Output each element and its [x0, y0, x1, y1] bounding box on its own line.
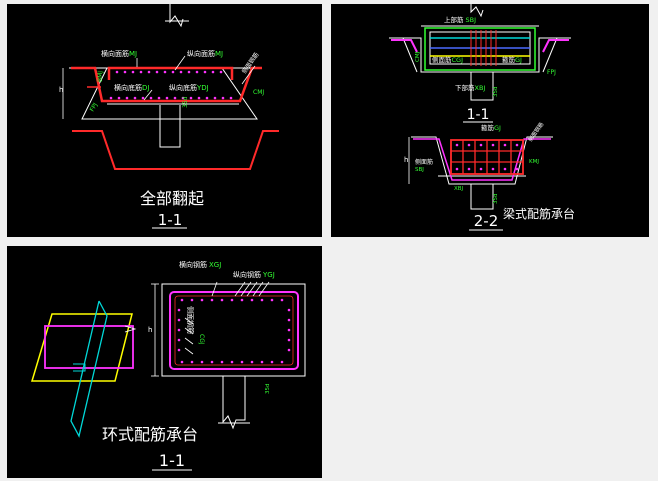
- label-zongxiang-mian: 纵向面筋MJ: [187, 49, 223, 58]
- pile-below: [159, 105, 181, 148]
- top-rebar: [107, 66, 234, 80]
- leader-bot: [143, 89, 153, 101]
- label-xiabu: 下部筋XBJ: [455, 83, 485, 92]
- label-cgj: CGJ: [198, 334, 205, 345]
- label-cmj: CMJ: [415, 51, 421, 62]
- section-label: 1-1: [158, 211, 183, 229]
- label-dim-top: 35d: [493, 87, 499, 98]
- cap2-outline: [411, 136, 553, 185]
- label-cejin: 侧面筋CGJ: [432, 55, 463, 64]
- pile-outline: [169, 4, 184, 28]
- cap2-cage-dots: [455, 143, 519, 171]
- cap-outline: [161, 283, 306, 377]
- label-dim: 35d: [265, 384, 271, 395]
- pile: [222, 376, 246, 430]
- h-label: h: [148, 326, 152, 334]
- label-kuangjin-bottom: 箍筋GJ: [481, 123, 501, 132]
- title-beam-cap: 梁式配筋承台: [503, 206, 575, 221]
- iso-magenta-ring: [44, 325, 134, 369]
- ring-dots: [177, 298, 291, 364]
- side-profile-left: [391, 39, 418, 53]
- label-kmj: KMJ: [529, 159, 539, 165]
- label-hengxiang-mian: 横向面筋MJ: [101, 49, 137, 58]
- cap2-cage-verticals: [462, 140, 512, 174]
- label-zongxiang-di: 纵向底筋YDJ: [169, 83, 209, 92]
- top-rebar-dots: [115, 70, 223, 74]
- label-hengxiang-di: 横向底筋DJ: [114, 83, 149, 92]
- pile-top-break: [470, 4, 484, 18]
- title-full-flip: 全部翻起: [140, 189, 204, 208]
- label-xbj2: XBJ: [454, 186, 464, 192]
- leader-right: [241, 65, 256, 85]
- outer-rebar: [424, 27, 536, 71]
- section-top: 1-1: [467, 107, 490, 123]
- side-profile-right: [542, 39, 569, 53]
- section-label: 1-1: [159, 451, 185, 470]
- cap2-rebar-outer: [413, 138, 551, 181]
- h-label: h: [59, 86, 63, 94]
- ring-rebar-inner: [174, 295, 294, 366]
- label-dim: 35d: [182, 96, 189, 108]
- diagram-full-flip: h 横向面筋MJ 纵向面筋MJ 横向底筋DJ 纵向底筋YDJ CMJ BMJ F…: [59, 4, 279, 229]
- label-fpj: FPJ: [547, 69, 556, 76]
- iso-cyan-section: [70, 300, 108, 438]
- cap2-cage-horizontals: [451, 150, 523, 163]
- slope-left: [402, 37, 418, 73]
- cap2-h-label: h: [404, 156, 408, 164]
- panel-full-flip: h 横向面筋MJ 纵向面筋MJ 横向底筋DJ 纵向底筋YDJ CMJ BMJ F…: [7, 4, 322, 237]
- ring-rebar: [169, 291, 299, 370]
- label-sbj2: SBJ: [415, 167, 424, 173]
- section-bottom: 2-2: [474, 212, 499, 230]
- cap-bottom-profile: [72, 130, 279, 170]
- label-cemian: 侧面钢筋: [186, 306, 195, 334]
- label-dim-bottom: 35d: [493, 194, 499, 205]
- stirrups: [470, 30, 497, 66]
- cap2-pile: [470, 184, 494, 210]
- leader-lines: [184, 281, 270, 355]
- leader-top2: [174, 55, 186, 71]
- label-kuangjin-top: 箍筋GJ: [502, 55, 522, 64]
- pile-below: [470, 72, 494, 101]
- slope-right: [542, 37, 558, 73]
- label-cmj: CMJ: [253, 89, 264, 96]
- label-ce-mian: 侧面筋: [415, 158, 433, 166]
- label-fpj: FPJ: [89, 102, 100, 113]
- bottom-rebar-dots: [109, 96, 233, 100]
- label-bmj: BMJ: [97, 71, 104, 82]
- title-ring-cap: 环式配筋承台: [102, 425, 198, 444]
- iso-cyan-mark: [73, 363, 86, 372]
- iso-white-arrow: [124, 325, 137, 333]
- cap-outline: [389, 37, 571, 73]
